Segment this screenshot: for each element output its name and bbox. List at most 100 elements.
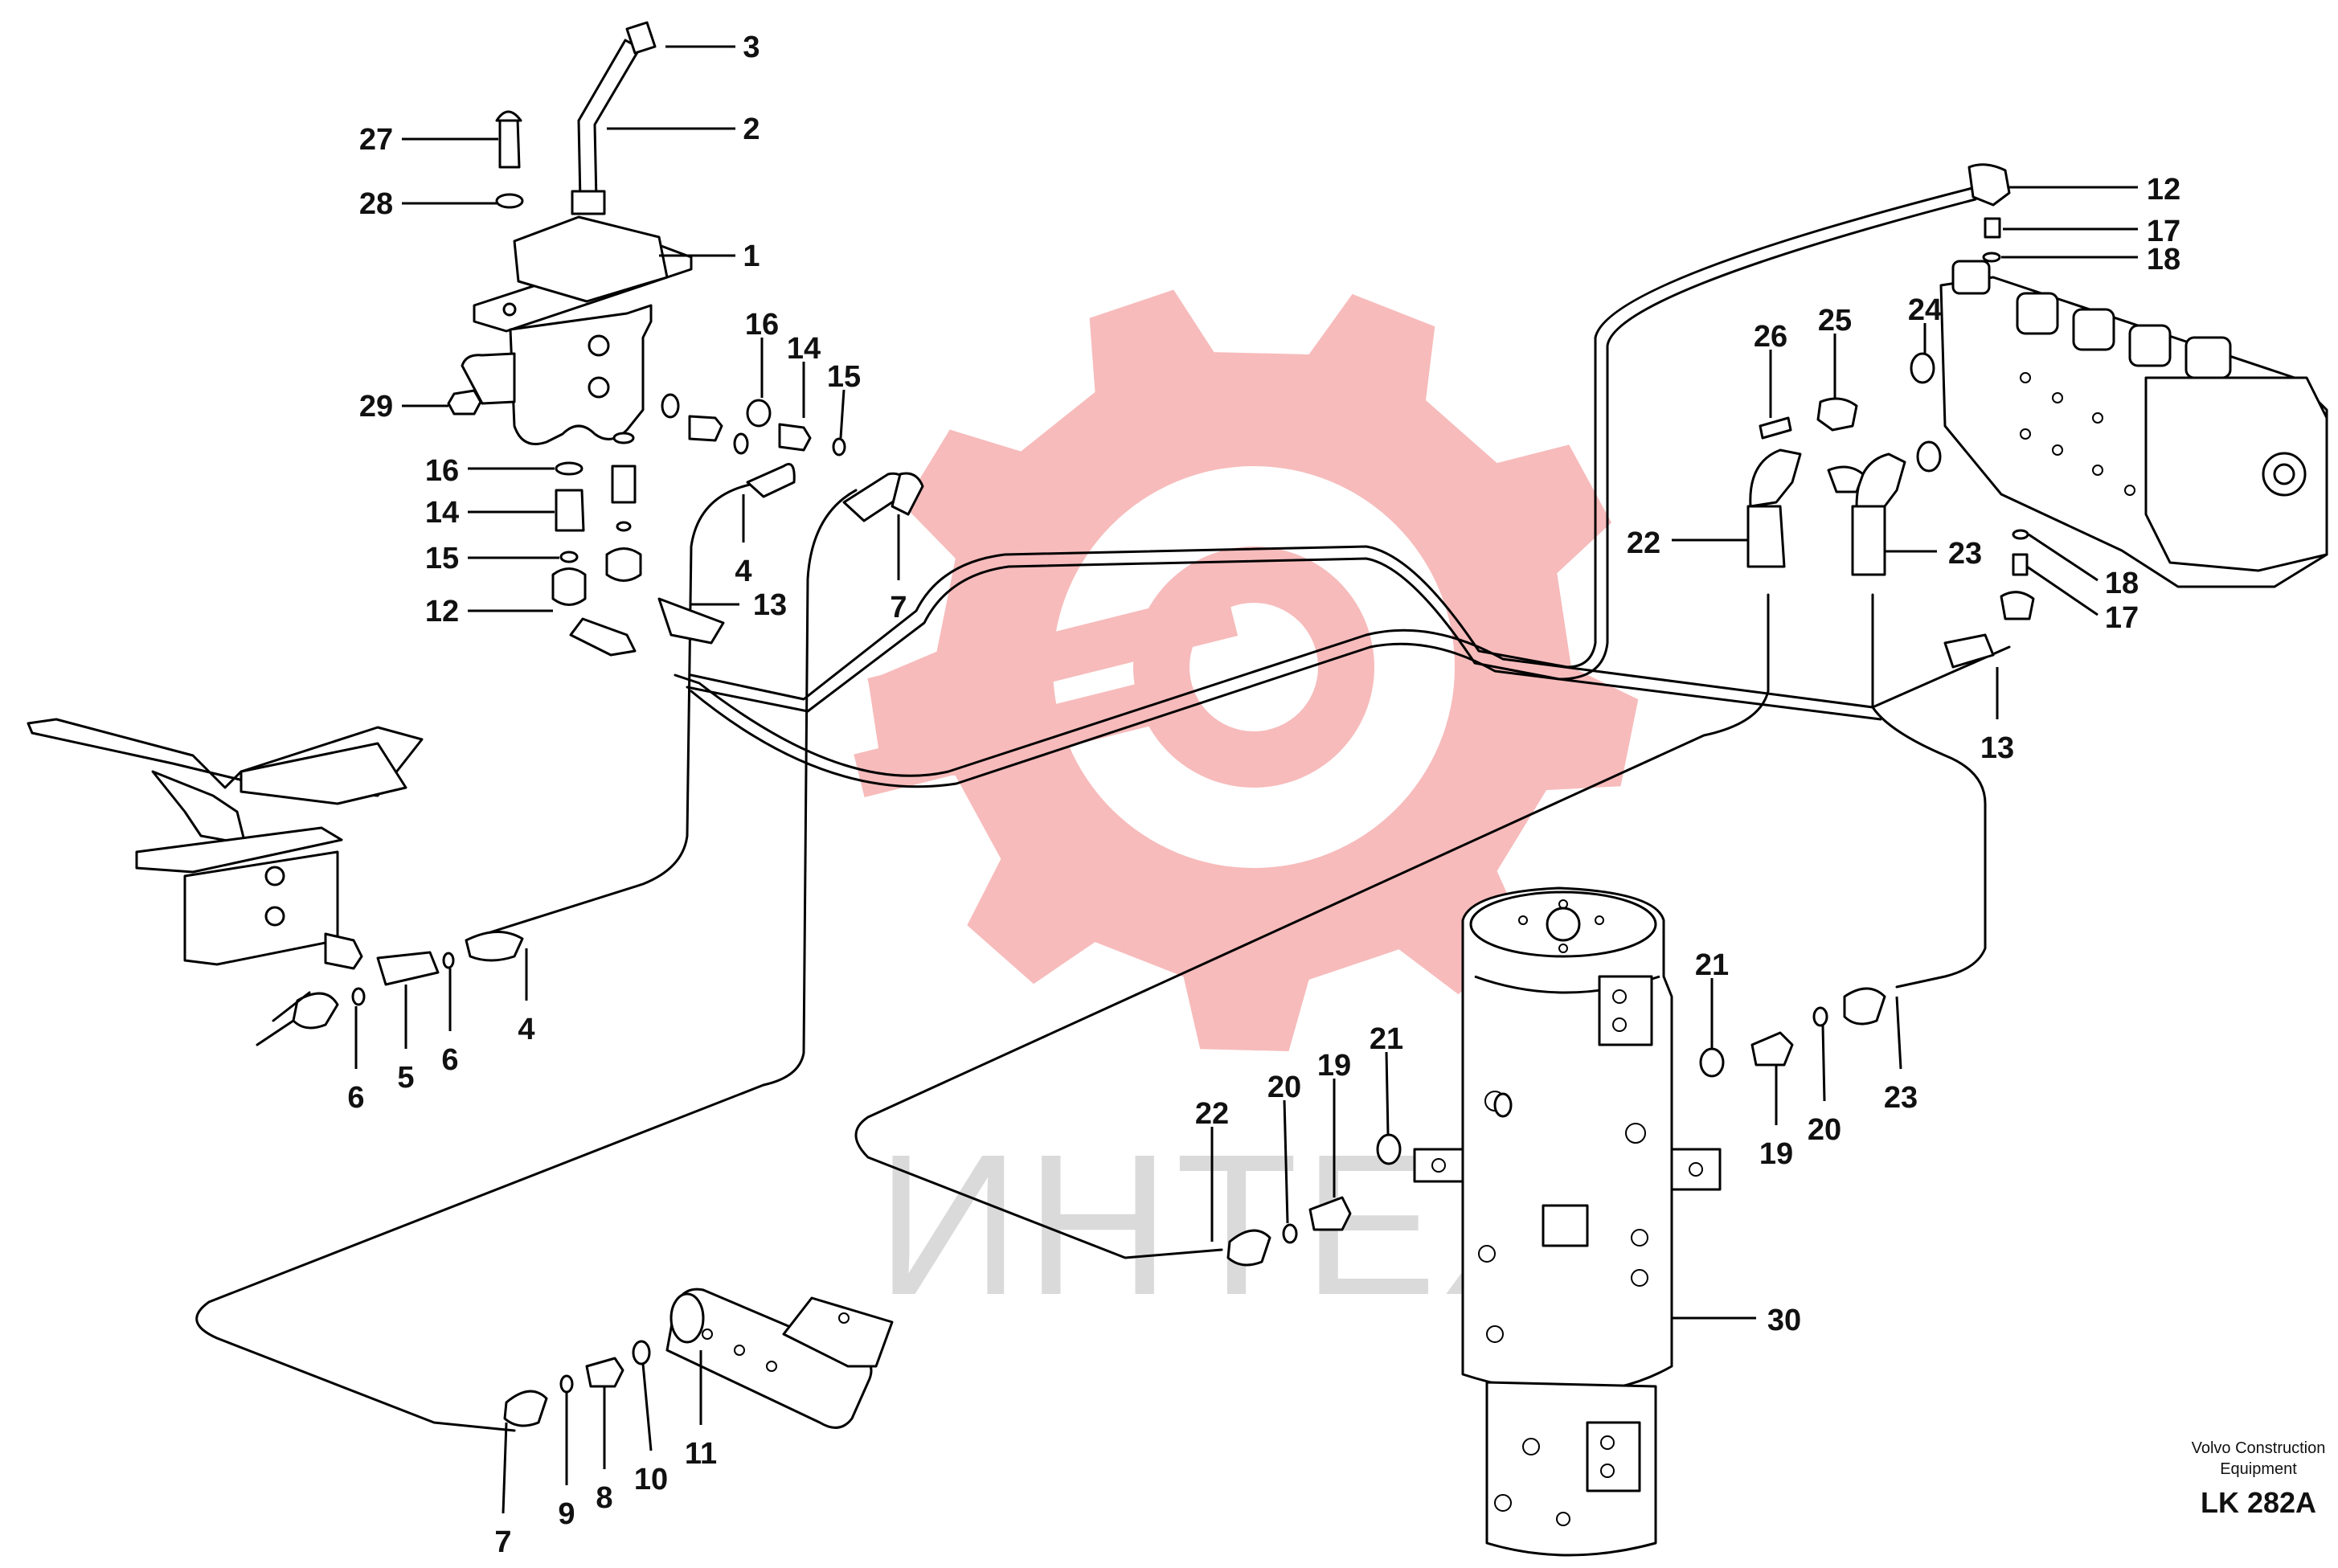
callout-number: 29 (359, 390, 393, 424)
callout-leader-line (2028, 533, 2098, 582)
callout-16: 16 (425, 454, 555, 488)
callout-number: 4 (735, 555, 751, 588)
callout-number: 16 (745, 308, 779, 342)
callout-13: 13 (691, 588, 787, 622)
callout-number: 27 (359, 123, 393, 157)
callout-number: 13 (1980, 731, 2014, 765)
callout-23: 23 (1884, 996, 1918, 1115)
callout-4: 4 (735, 494, 752, 588)
callout-number: 20 (1808, 1113, 1841, 1147)
callout-number: 6 (441, 1043, 458, 1077)
swivel-joint-fittings (1226, 987, 1886, 1267)
callout-leader-line (839, 389, 846, 439)
callout-29: 29 (359, 390, 448, 424)
callout-8: 8 (596, 1386, 613, 1515)
callout-leader-line (1385, 1051, 1390, 1136)
callout-30: 30 (1672, 1304, 1801, 1337)
callout-number: 25 (1818, 304, 1852, 338)
callout-number: 23 (1948, 537, 1982, 571)
callout-20: 20 (1808, 1025, 1841, 1147)
callout-25: 25 (1818, 304, 1852, 398)
callout-6: 6 (441, 968, 459, 1077)
callout-12: 12 (2009, 173, 2180, 207)
callout-number: 23 (1884, 1081, 1918, 1115)
callout-24: 24 (1908, 293, 1942, 354)
callout-number: 28 (359, 187, 393, 221)
callout-1: 1 (659, 239, 760, 273)
callout-number: 18 (2147, 243, 2180, 276)
callout-17: 17 (2003, 215, 2180, 248)
callout-5: 5 (397, 985, 415, 1095)
callout-number: 19 (1317, 1049, 1351, 1083)
callout-7: 7 (494, 1422, 512, 1559)
callout-number: 22 (1627, 526, 1660, 560)
callout-13: 13 (1980, 667, 2014, 765)
callout-number: 6 (347, 1081, 364, 1115)
callout-21: 21 (1370, 1022, 1403, 1136)
callout-number: 12 (2147, 173, 2180, 207)
credit-line-2: Equipment (2220, 1460, 2297, 1478)
callout-9: 9 (558, 1392, 575, 1531)
callout-number: 30 (1767, 1304, 1801, 1337)
swivel-joint (1413, 886, 1722, 1557)
pilot-valve-fittings (551, 393, 924, 657)
callout-number: 2 (743, 113, 760, 146)
callout-number: 17 (2147, 215, 2180, 248)
callout-11: 11 (685, 1350, 717, 1471)
callout-number: 9 (558, 1497, 575, 1531)
callout-number: 21 (1370, 1022, 1403, 1056)
callout-leader-line (1895, 996, 1902, 1070)
callout-number: 11 (685, 1437, 717, 1471)
callout-14: 14 (787, 332, 821, 418)
callout-number: 26 (1754, 320, 1787, 354)
callout-26: 26 (1754, 320, 1787, 418)
callout-number: 21 (1695, 948, 1729, 982)
callout-number: 12 (425, 595, 459, 628)
callout-number: 15 (827, 360, 861, 394)
callout-22: 22 (1195, 1097, 1229, 1242)
callout-number: 4 (518, 1013, 534, 1046)
callout-20: 20 (1267, 1071, 1301, 1224)
callout-number: 17 (2105, 601, 2139, 635)
credit-line-1: Volvo Construction (2192, 1439, 2326, 1457)
callout-23: 23 (1885, 537, 1982, 571)
callout-leader-line (502, 1422, 508, 1514)
callout-2: 2 (607, 113, 760, 146)
callout-number: 13 (753, 588, 787, 622)
watermark-logo: ИНТЕХ (854, 289, 1639, 1337)
callout-number: 14 (787, 332, 821, 366)
callout-number: 8 (596, 1481, 612, 1515)
callout-12: 12 (425, 595, 553, 628)
callout-7: 7 (890, 514, 907, 624)
callout-number: 20 (1267, 1071, 1301, 1104)
foot-pedal (27, 718, 524, 1046)
callout-19: 19 (1759, 1065, 1793, 1171)
control-valve-block (1746, 163, 2328, 669)
callout-number: 18 (2105, 567, 2139, 600)
callout-22: 22 (1627, 526, 1748, 560)
callout-number: 24 (1908, 293, 1942, 327)
callout-28: 28 (359, 187, 498, 221)
callout-18: 18 (2001, 243, 2180, 276)
callout-number: 7 (494, 1525, 511, 1559)
callout-number: 14 (425, 496, 459, 530)
callout-number: 19 (1759, 1137, 1793, 1171)
callout-19: 19 (1317, 1049, 1351, 1197)
callout-leader-line (1821, 1025, 1826, 1102)
callout-27: 27 (359, 123, 498, 157)
callout-6: 6 (347, 1006, 365, 1115)
callout-number: 1 (743, 239, 760, 273)
callout-15: 15 (425, 542, 559, 575)
drawing-code: LK 282A (2201, 1486, 2316, 1519)
callout-number: 3 (743, 31, 760, 64)
pilot-control-valve (447, 21, 693, 445)
callout-17: 17 (2026, 565, 2139, 635)
callout-14: 14 (425, 496, 555, 530)
callout-number: 7 (890, 591, 907, 624)
callout-number: 15 (425, 542, 459, 575)
credit-block: Volvo Construction Equipment LK 282A (2192, 1439, 2326, 1519)
callout-3: 3 (665, 31, 760, 64)
callout-21: 21 (1695, 948, 1729, 1049)
hose-lines (195, 186, 2011, 1432)
